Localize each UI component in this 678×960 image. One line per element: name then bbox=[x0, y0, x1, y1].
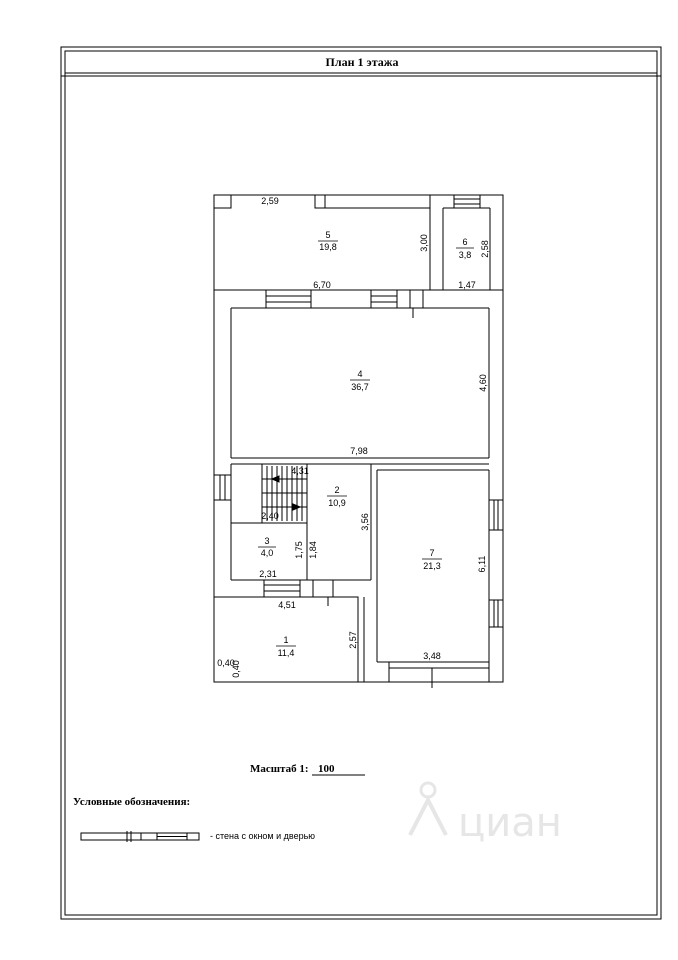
dim-4-51: 4,51 bbox=[278, 600, 296, 610]
room-3-number: 3 bbox=[264, 536, 269, 546]
room-labels: 5 19,8 6 3,8 4 36,7 2 10,9 3 4,0 7 21,3 … bbox=[258, 230, 474, 658]
windows bbox=[213, 194, 504, 688]
dim-2-57: 2,57 bbox=[348, 631, 358, 649]
legend: Условные обозначения: - стена с окном и … bbox=[73, 796, 315, 842]
window-room7-bottom bbox=[388, 661, 490, 683]
window-room5-right bbox=[314, 194, 326, 209]
room-4-area: 36,7 bbox=[351, 382, 369, 392]
stairs-arrow-right-icon bbox=[292, 503, 302, 511]
dim-6-11: 6,11 bbox=[477, 556, 487, 573]
scale-label: Масштаб 1: bbox=[250, 763, 309, 775]
dim-0-40-horizontal: 0,40 bbox=[217, 658, 235, 668]
dim-2-40: 2,40 bbox=[261, 511, 279, 521]
watermark-text: циан bbox=[458, 800, 562, 846]
plan-title: План 1 этажа bbox=[326, 55, 399, 69]
room-5-number: 5 bbox=[325, 230, 330, 240]
window-room7-upper bbox=[488, 499, 504, 531]
room-5-area: 19,8 bbox=[319, 242, 337, 252]
window-room5-left bbox=[213, 194, 232, 209]
watermark-logo-icon bbox=[419, 781, 437, 799]
room-3-area: 4,0 bbox=[261, 548, 274, 558]
dim-6-70: 6,70 bbox=[313, 280, 331, 290]
staircase bbox=[261, 464, 308, 523]
dim-2-58: 2,58 bbox=[480, 240, 490, 258]
scale-block: Масштаб 1: 100 bbox=[250, 763, 365, 776]
dimension-labels: 2,59 3,00 2,58 6,70 1,47 4,60 7,98 4,31 … bbox=[217, 196, 490, 678]
dim-1-84: 1,84 bbox=[308, 541, 318, 559]
room-7-number: 7 bbox=[429, 548, 434, 558]
window-room4-b bbox=[370, 289, 398, 309]
watermark: циан bbox=[408, 781, 562, 846]
building-walls bbox=[213, 194, 504, 683]
dim-3-48: 3,48 bbox=[423, 651, 441, 661]
outer-frame bbox=[60, 46, 662, 920]
dim-2-31: 2,31 bbox=[259, 569, 277, 579]
window-room3 bbox=[263, 579, 301, 598]
window-left-stairs bbox=[213, 474, 232, 501]
door-room1 bbox=[312, 579, 334, 598]
window-room4-a bbox=[265, 289, 312, 309]
legend-title: Условные обозначения: bbox=[73, 796, 190, 808]
dim-3-00: 3,00 bbox=[419, 234, 429, 252]
dim-2-59: 2,59 bbox=[261, 196, 279, 206]
room-1-area: 11,4 bbox=[278, 648, 295, 658]
room-2-area: 10,9 bbox=[328, 498, 346, 508]
room-2-number: 2 bbox=[334, 485, 339, 495]
dim-4-60: 4,60 bbox=[478, 374, 488, 392]
dim-0-40-vertical: 0,40 bbox=[231, 660, 241, 678]
dim-7-98: 7,98 bbox=[350, 446, 368, 456]
room-6-number: 6 bbox=[462, 237, 467, 247]
room-6-area: 3,8 bbox=[459, 250, 472, 260]
window-room7-lower bbox=[488, 599, 504, 628]
legend-item-text: - стена с окном и дверью bbox=[210, 831, 315, 841]
room-4-number: 4 bbox=[357, 369, 362, 379]
window-top-right bbox=[453, 194, 481, 209]
dim-3-56: 3,56 bbox=[360, 513, 370, 531]
wall-window-door-symbol-icon bbox=[80, 831, 200, 842]
stairs-arrow-left-icon bbox=[270, 475, 280, 483]
room-7-area: 21,3 bbox=[423, 561, 441, 571]
inner-frame bbox=[64, 50, 658, 916]
dim-4-31: 4,31 bbox=[291, 466, 309, 476]
dim-1-47: 1,47 bbox=[458, 280, 476, 290]
scale-value: 100 bbox=[318, 763, 335, 775]
room-1-number: 1 bbox=[283, 635, 288, 645]
dim-1-75: 1,75 bbox=[294, 541, 304, 559]
